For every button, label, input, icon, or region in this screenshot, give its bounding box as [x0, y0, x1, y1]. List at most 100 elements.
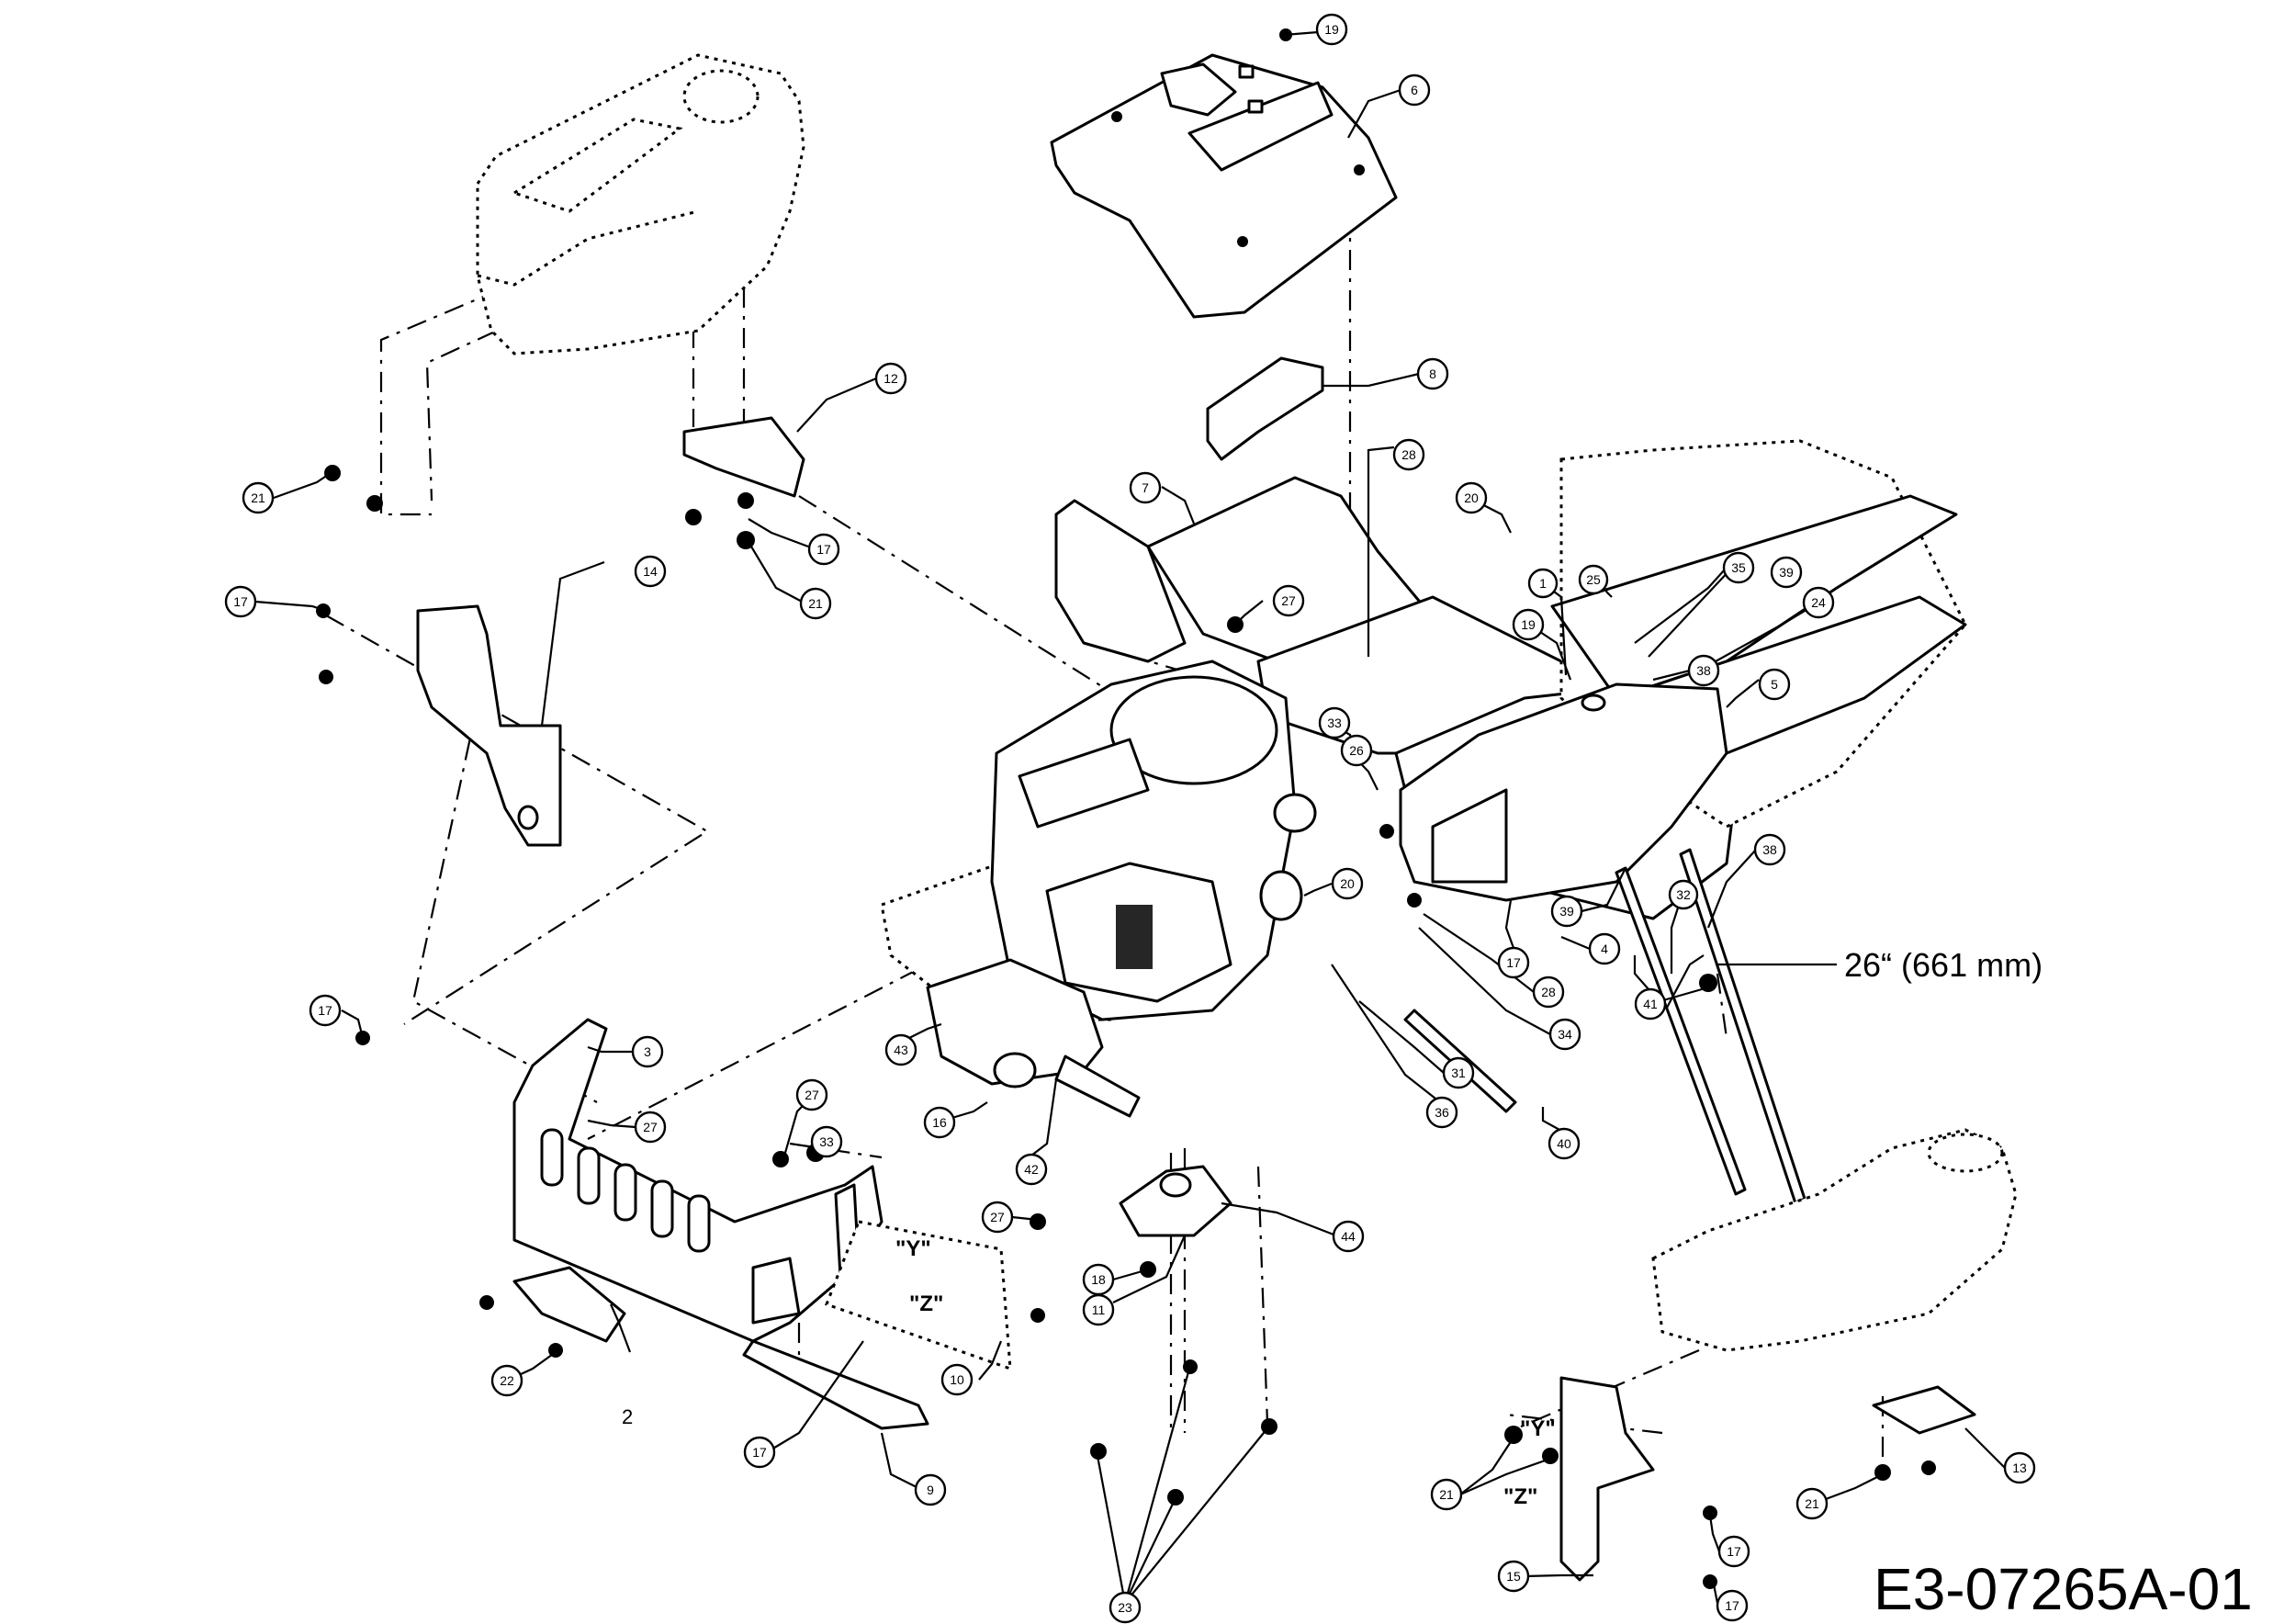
callout-17-top: 17 — [807, 533, 840, 566]
svg-text:13: 13 — [2012, 1460, 2027, 1475]
svg-text:21: 21 — [251, 491, 265, 505]
svg-text:11: 11 — [1092, 1303, 1106, 1317]
svg-text:15: 15 — [1506, 1569, 1521, 1584]
plate-2 — [512, 1266, 626, 1343]
callout-1: 1 — [1527, 568, 1559, 599]
svg-text:27: 27 — [805, 1088, 819, 1102]
svg-text:14: 14 — [643, 564, 658, 579]
callout-28-top: 28 — [1392, 438, 1425, 471]
svg-text:17: 17 — [816, 542, 831, 557]
callout-26: 26 — [1340, 734, 1373, 767]
callout-17-left: 17 — [224, 585, 257, 618]
svg-text:34: 34 — [1558, 1027, 1572, 1042]
callout-18: 18 — [1082, 1263, 1115, 1296]
svg-text:43: 43 — [894, 1043, 908, 1057]
callout-21-bottom: 21 — [1430, 1478, 1463, 1511]
callout-22: 22 — [490, 1364, 523, 1397]
callout-38-top: 38 — [1687, 654, 1720, 687]
svg-text:1: 1 — [1539, 576, 1547, 591]
svg-text:19: 19 — [1324, 22, 1339, 37]
callout-5: 5 — [1758, 668, 1791, 701]
callout-13: 13 — [2003, 1451, 2036, 1484]
callout-3: 3 — [631, 1035, 664, 1068]
callout-41: 41 — [1634, 987, 1667, 1021]
callout-39-top: 39 — [1770, 556, 1803, 589]
callout-17-bottom: 17 — [743, 1436, 776, 1469]
callout-6: 6 — [1398, 73, 1431, 107]
svg-text:18: 18 — [1091, 1272, 1106, 1287]
callout-34: 34 — [1548, 1018, 1581, 1051]
svg-text:27: 27 — [643, 1120, 658, 1134]
callout-33-top: 33 — [1318, 706, 1351, 739]
callout-27-right: 27 — [981, 1201, 1014, 1234]
engine — [990, 660, 1317, 1021]
callout-17-mid: 17 — [1497, 946, 1530, 979]
console-left — [476, 53, 805, 355]
svg-text:36: 36 — [1435, 1105, 1449, 1120]
muffler — [926, 958, 1141, 1118]
callout-31: 31 — [1442, 1056, 1475, 1089]
callout-17-br2: 17 — [1716, 1589, 1749, 1622]
callout-10: 10 — [940, 1363, 974, 1396]
bracket-15 — [1559, 1376, 1655, 1582]
callout-27-mid: 27 — [1272, 584, 1305, 617]
svg-text:28: 28 — [1401, 447, 1416, 462]
svg-text:22: 22 — [500, 1373, 514, 1388]
side-panel-10 — [825, 1220, 1012, 1371]
leader-lines — [254, 30, 2006, 1604]
callout-21-bottom-right: 21 — [1795, 1487, 1829, 1520]
dimension-label: 26“ (661 mm) — [1844, 946, 2043, 984]
svg-text:10: 10 — [950, 1372, 964, 1387]
callout-8: 8 — [1416, 357, 1449, 390]
callout-20-top: 20 — [1455, 481, 1488, 514]
svg-text:4: 4 — [1601, 942, 1608, 956]
callout-40: 40 — [1548, 1127, 1581, 1160]
svg-text:27: 27 — [1281, 593, 1296, 608]
callout-15: 15 — [1497, 1560, 1530, 1593]
svg-text:33: 33 — [819, 1134, 834, 1149]
svg-text:39: 39 — [1559, 904, 1574, 919]
svg-text:33: 33 — [1327, 716, 1342, 730]
svg-text:23: 23 — [1118, 1600, 1132, 1615]
callouts: 19 6 8 28 20 7 27 12 21 17 21 14 17 1 25… — [224, 13, 2036, 1624]
callout-38-right: 38 — [1753, 833, 1786, 866]
bracket-12 — [682, 416, 805, 498]
svg-text:21: 21 — [808, 596, 823, 611]
svg-text:27: 27 — [990, 1210, 1005, 1224]
svg-text:17: 17 — [1725, 1598, 1739, 1613]
callout-32: 32 — [1668, 879, 1699, 910]
svg-text:20: 20 — [1464, 491, 1479, 505]
label-part-2: 2 — [622, 1405, 633, 1428]
bracket-13 — [1872, 1385, 1976, 1435]
label-y-left: "Y" — [895, 1236, 931, 1261]
callout-36: 36 — [1425, 1096, 1458, 1129]
callout-9: 9 — [914, 1473, 947, 1506]
svg-text:28: 28 — [1541, 985, 1556, 999]
callout-11: 11 — [1082, 1293, 1115, 1326]
engine-mount — [1119, 1165, 1232, 1237]
svg-text:8: 8 — [1429, 367, 1436, 381]
svg-text:17: 17 — [1506, 955, 1521, 970]
svg-text:41: 41 — [1643, 997, 1658, 1011]
svg-text:20: 20 — [1340, 876, 1355, 891]
bracket-8 — [1206, 356, 1324, 461]
svg-text:44: 44 — [1341, 1229, 1356, 1244]
svg-text:17: 17 — [1727, 1544, 1741, 1559]
svg-text:17: 17 — [752, 1445, 767, 1460]
callout-39-mid: 39 — [1550, 895, 1583, 928]
callout-23: 23 — [1109, 1591, 1142, 1624]
callout-42: 42 — [1015, 1153, 1048, 1186]
svg-text:25: 25 — [1586, 572, 1601, 587]
console-right — [1651, 1128, 2018, 1352]
callout-7: 7 — [1129, 471, 1162, 504]
svg-text:19: 19 — [1521, 617, 1536, 632]
callout-4: 4 — [1588, 932, 1621, 965]
callout-19-mid: 19 — [1512, 608, 1545, 641]
label-z-left: "Z" — [909, 1291, 943, 1316]
svg-text:6: 6 — [1411, 83, 1418, 97]
svg-text:24: 24 — [1811, 595, 1826, 610]
svg-text:21: 21 — [1805, 1496, 1819, 1511]
plate-9 — [742, 1339, 929, 1430]
svg-text:5: 5 — [1771, 677, 1778, 692]
